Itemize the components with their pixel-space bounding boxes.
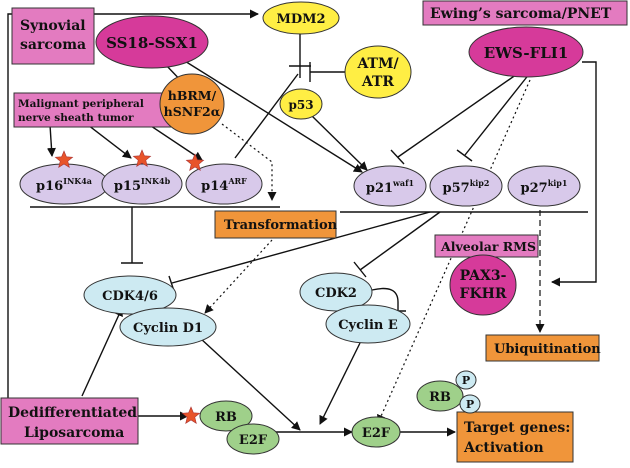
ewing-sarcoma-box: Ewing’s sarcoma/PNET [422, 0, 628, 26]
ews-inhibits-p57 [464, 72, 531, 156]
atm-line1: ATM/ [356, 56, 399, 72]
cdk2-node: CDK2 [299, 272, 373, 312]
mdm2-node: MDM2 [262, 1, 340, 35]
ews-p21-bar [390, 149, 405, 165]
ewing-label: Ewing’s sarcoma/PNET [430, 6, 612, 22]
cdk46-node: CDK4/6 [83, 275, 177, 315]
liposarcoma-box: Dedifferentiated Liposarcoma [0, 397, 139, 445]
mpnst-arrow-p16 [46, 124, 56, 157]
cip-inhibits-cdk2 [359, 211, 441, 271]
target-line1: Target genes: [464, 420, 570, 436]
hbrm-line1: hBRM/ [168, 88, 217, 103]
ss18-ssx1-node: SS18-SSX1 [95, 15, 209, 69]
cyclin-e-node: Cyclin E [325, 304, 411, 344]
p57-label: p57kip2 [443, 178, 490, 196]
hbrm-node: hBRM/ hSNF2α [159, 73, 225, 135]
rb-phospho-node: RB P P [416, 370, 481, 414]
ss18-to-p21 [179, 57, 363, 173]
ubiquitination-label: Ubiquitination [494, 342, 601, 357]
star-p16 [54, 150, 74, 168]
target-genes-box: Target genes: Activation [456, 411, 574, 463]
mpnst-arrow-p14 [144, 121, 203, 161]
ews-label: EWS-FLI1 [484, 44, 569, 62]
phospho-label-bottom: P [466, 398, 474, 411]
star-rb [181, 406, 201, 424]
p27-label: p27kip1 [521, 178, 568, 196]
cdk2-label: CDK2 [315, 286, 357, 301]
mutation-stars [54, 149, 205, 424]
cyclin-d1-label: Cyclin D1 [133, 321, 203, 336]
p14-label: p14ARF [201, 176, 247, 194]
ews-to-ubiquitination [551, 61, 597, 287]
target-line2: Activation [463, 440, 544, 456]
liposarcoma-line1: Dedifferentiated [8, 405, 137, 421]
transformation-box: Transformation [214, 210, 338, 239]
atm-atr-node: ATM/ ATR [344, 45, 412, 99]
e2f-left-label: E2F [239, 433, 268, 448]
rb-e2f-complex: RB E2F [199, 400, 280, 455]
p57-node: p57kip2 [429, 165, 503, 207]
mpnst-line2: nerve sheath tumor [18, 112, 134, 124]
ubiquitination-box: Ubiquitination [485, 334, 601, 362]
p15-node: p15INK4b [101, 163, 183, 205]
ews-p57-bar [456, 149, 473, 162]
cip-inhibits-cdk46 [171, 211, 431, 284]
synovial-sarcoma-box: Synovial sarcoma [11, 7, 95, 65]
cyclin-d1-node: Cyclin D1 [119, 307, 217, 347]
rb-label: RB [215, 410, 237, 425]
cip-cdk2-bar [353, 261, 367, 278]
p14-node: p14ARF [185, 163, 263, 205]
p53-to-p21 [311, 115, 368, 171]
mpnst-box: Malignant peripheral nerve sheath tumor [13, 92, 173, 128]
transformation-label: Transformation [224, 218, 338, 233]
p21-node: p21waf1 [353, 165, 427, 207]
hbrm-line2: hSNF2α [164, 104, 221, 119]
pax3-fkhr-node: PAX3- FKHR [449, 254, 517, 316]
cdk2-cyclin-e-hook [371, 287, 399, 311]
p16-label: p16INK4a [36, 176, 92, 194]
e2f-right-label: E2F [362, 426, 391, 441]
synovial-line2: sarcoma [20, 37, 86, 53]
phospho-label-top: P [462, 374, 470, 387]
ews-inhibits-p21 [397, 71, 521, 158]
p27-node: p27kip1 [507, 165, 581, 207]
mpnst-arrow-p15 [87, 124, 132, 159]
cyclin-e-label: Cyclin E [338, 318, 398, 333]
dotted-connectors [204, 79, 531, 424]
transformation-to-cycd1 [204, 239, 273, 314]
p16-node: p16INK4a [19, 163, 109, 205]
p53-node: p53 [279, 88, 323, 120]
pax3-line1: PAX3- [460, 268, 507, 284]
ews-fli1-node: EWS-FLI1 [468, 26, 584, 78]
mdm2-label: MDM2 [276, 12, 325, 27]
p53-label: p53 [288, 98, 313, 112]
atm-line2: ATR [361, 74, 395, 90]
star-p14 [185, 153, 205, 171]
cyce-to-e2f [319, 342, 361, 425]
p14-inhibits [234, 73, 299, 159]
rbp-label: RB [429, 390, 451, 405]
ss18-label: SS18-SSX1 [106, 34, 198, 52]
liposarcoma-line2: Liposarcoma [24, 425, 124, 441]
cycd1-to-e2f [199, 337, 301, 431]
lipo-to-cdk46 [81, 307, 123, 397]
loop-to-mdm2 [7, 9, 259, 400]
alveolar-label: Alveolar RMS [440, 239, 536, 254]
synovial-line1: Synovial [20, 18, 86, 34]
mpnst-line1: Malignant peripheral [18, 98, 144, 110]
pax3-line2: FKHR [460, 286, 507, 302]
e2f-node: E2F [351, 416, 401, 448]
star-p15 [132, 149, 152, 167]
p21-label: p21waf1 [366, 178, 414, 196]
alveolar-rms-box: Alveolar RMS [434, 234, 539, 258]
hbrm-to-transformation [221, 123, 277, 201]
p15-label: p15INK4b [114, 176, 171, 194]
cdk46-label: CDK4/6 [102, 289, 158, 304]
